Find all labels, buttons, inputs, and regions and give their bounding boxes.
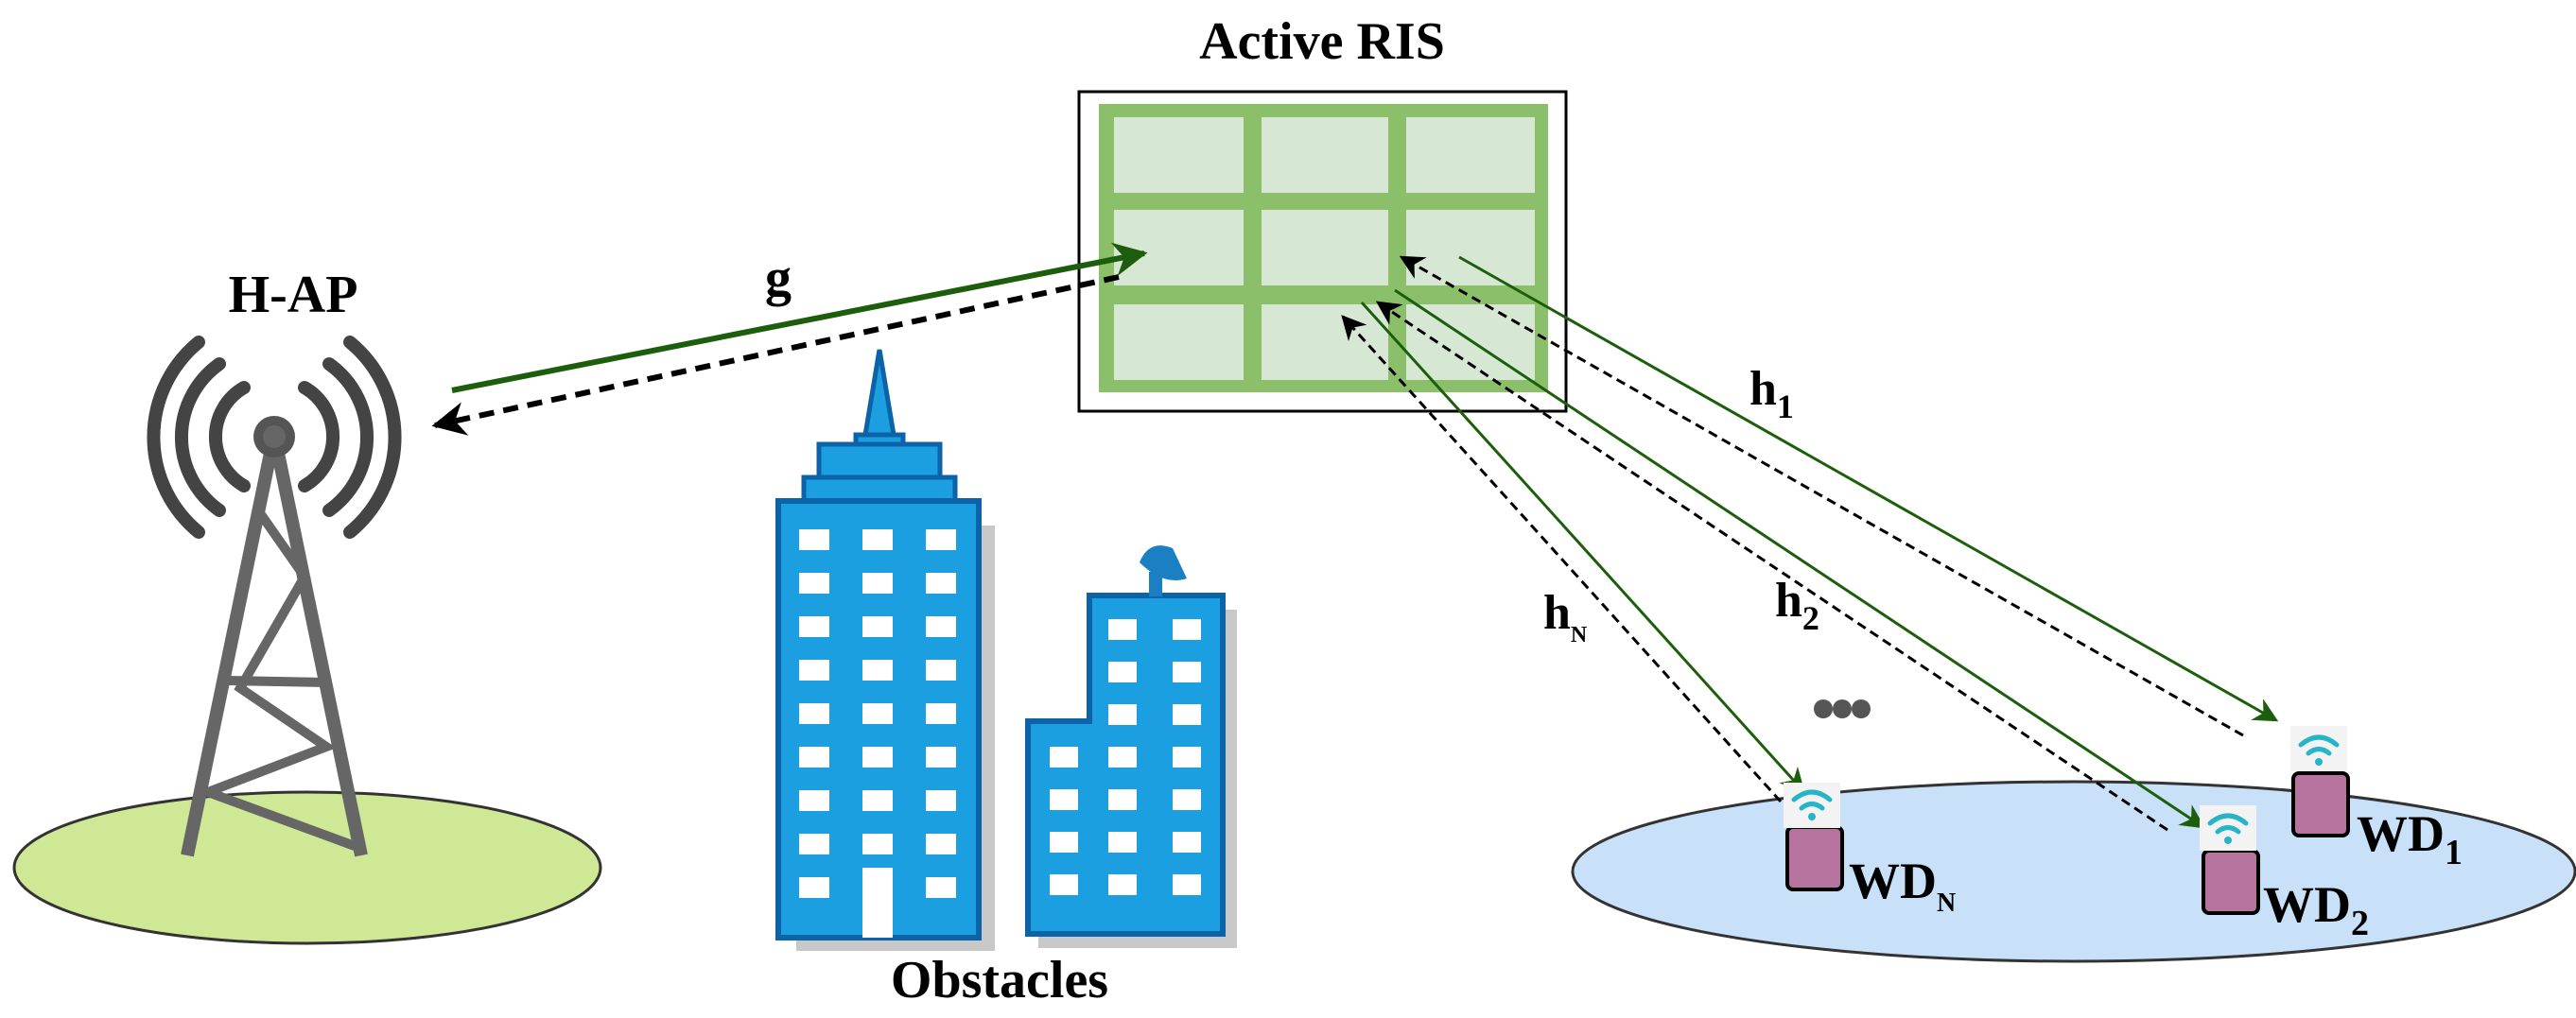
link-h2-return [1375, 301, 2168, 832]
link-h1-return [1399, 255, 2244, 737]
wireless-device-icon [2200, 805, 2260, 915]
wifi-icon [2298, 734, 2340, 766]
obstacles-label: Obstacles [891, 951, 1108, 1009]
ris-label: Active RIS [1199, 12, 1445, 71]
ellipsis-icon [1814, 699, 1871, 718]
wdN-label: WDN [1849, 853, 1956, 918]
active-ris [1077, 90, 1568, 413]
link-h1-forward [1458, 255, 2279, 722]
antenna-tower-icon [147, 336, 402, 857]
wifi-icon [1791, 789, 1833, 820]
h1-label: h1 [1749, 362, 1794, 425]
link-hN-return [1341, 315, 1783, 803]
link-hN-forward [1360, 301, 1805, 793]
link-g-return [431, 274, 1120, 436]
skyscraper-icon [775, 349, 995, 951]
g-label: g [765, 249, 792, 307]
hap-label: H-AP [229, 266, 358, 324]
building-icon [1025, 545, 1237, 948]
hap-ground [12, 790, 602, 945]
wd1-label: WD1 [2357, 805, 2463, 872]
hN-label: hN [1543, 586, 1588, 647]
link-g-forward [451, 242, 1148, 393]
wireless-device-icon [2290, 726, 2350, 837]
h2-label: h2 [1775, 574, 1819, 637]
wd2-label: WD2 [2263, 876, 2369, 943]
wifi-icon [2207, 813, 2249, 844]
link-h2-forward [1394, 288, 2206, 829]
